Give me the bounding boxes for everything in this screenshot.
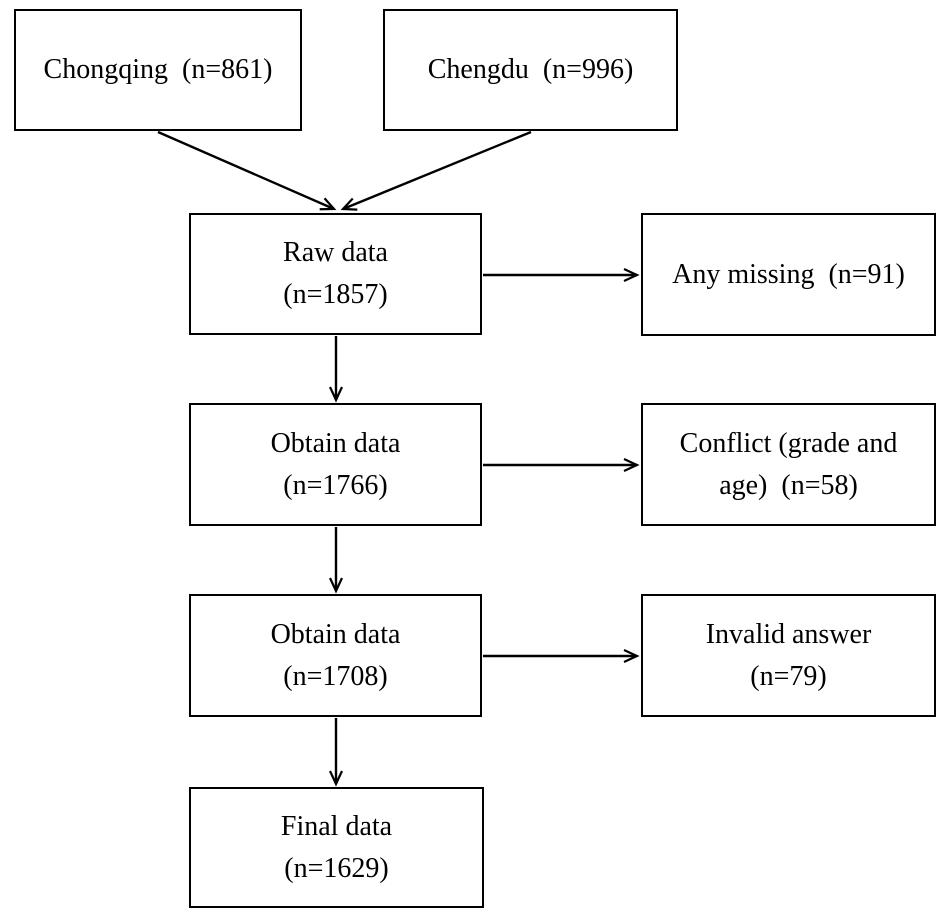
box-label-line: (n=1629) — [284, 852, 389, 884]
flow-box-chongqing: Chongqing (n=861) — [14, 9, 302, 131]
box-label-line: Obtain data — [270, 618, 401, 650]
box-label-line: (n=1708) — [283, 660, 388, 692]
box-label-line: (n=1857) — [283, 279, 388, 310]
box-label-line: age) (n=58) — [719, 469, 858, 501]
box-label-line: Invalid answer — [705, 618, 872, 650]
flow-box-conflict-grade-age: Conflict (grade and age) (n=58) — [641, 403, 936, 526]
flow-box-any-missing: Any missing (n=91) — [641, 213, 936, 336]
box-label-line: Final data — [280, 810, 393, 842]
box-label-line: (n=1766) — [283, 469, 388, 501]
box-label-line: Raw data — [283, 237, 388, 268]
flow-box-obtain-data-1766: Obtain data (n=1766) — [189, 403, 482, 526]
box-label-line: Chongqing (n=861) — [43, 54, 273, 85]
box-label-line: Chengdu (n=996) — [427, 54, 634, 85]
arrow-chengdu-to-raw-data — [340, 130, 532, 211]
box-label-line: Conflict (grade and — [679, 427, 898, 459]
flow-box-final-data: Final data (n=1629) — [189, 787, 484, 908]
box-label-line: Obtain data — [270, 427, 401, 459]
flow-box-invalid-answer: Invalid answer (n=79) — [641, 594, 936, 717]
flow-box-raw-data: Raw data (n=1857) — [189, 213, 482, 335]
flow-box-obtain-data-1708: Obtain data (n=1708) — [189, 594, 482, 717]
arrow-chongqing-to-raw-data — [157, 130, 337, 211]
box-label-line: (n=79) — [750, 660, 827, 692]
box-label-line: Any missing (n=91) — [672, 258, 905, 290]
flow-box-chengdu: Chengdu (n=996) — [383, 9, 678, 131]
